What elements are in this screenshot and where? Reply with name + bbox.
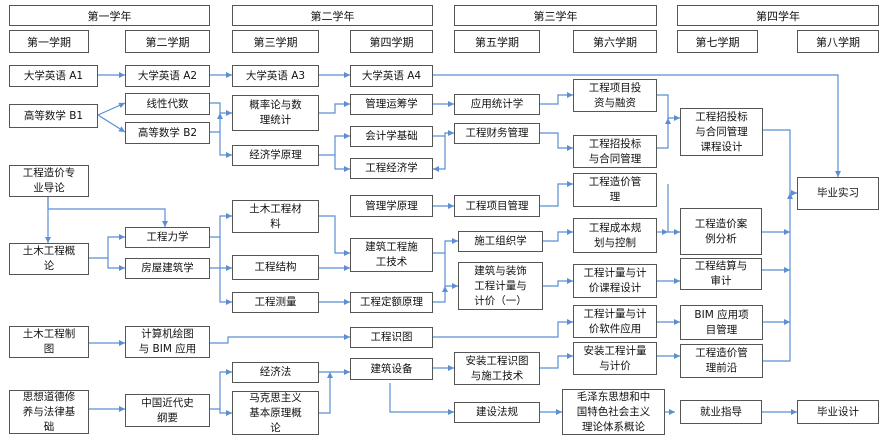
course-english-a3: 大学英语 A3	[232, 65, 319, 87]
course-project-investment: 工程项目投 资与融资	[573, 79, 657, 112]
course-management-principles: 管理学原理	[350, 195, 433, 217]
course-advanced-math-b2: 高等数学 B2	[125, 122, 210, 144]
course-engineering-structures: 工程结构	[232, 255, 319, 280]
course-cost-planning-control: 工程成本规 划与控制	[573, 218, 657, 253]
term-header-1: 第一学期	[9, 30, 89, 53]
course-career-guidance: 就业指导	[680, 400, 762, 424]
term-header-2: 第二学期	[125, 30, 210, 53]
course-engineering-surveying: 工程测量	[232, 292, 319, 313]
course-advanced-math-b1: 高等数学 B1	[9, 104, 98, 128]
course-measurement-course-design: 工程计量与计 价课程设计	[573, 264, 657, 298]
course-civil-materials: 土木工程材 料	[232, 200, 319, 233]
course-building-equipment: 建筑设备	[350, 358, 433, 380]
course-operations-research: 管理运筹学	[350, 94, 433, 115]
course-measurement-software: 工程计量与计 价软件应用	[573, 305, 657, 338]
term-header-4: 第四学期	[350, 30, 433, 53]
course-mao-theory: 毛泽东思想和中 国特色社会主义 理论体系概论	[562, 389, 665, 435]
course-quota-principles: 工程定额原理	[350, 292, 433, 313]
year-header-3: 第三学年	[454, 5, 657, 26]
course-economics: 经济学原理	[232, 145, 319, 166]
term-header-6: 第六学期	[573, 30, 657, 53]
term-header-3: 第三学期	[232, 30, 319, 53]
term-header-5: 第五学期	[454, 30, 540, 53]
year-header-2: 第二学年	[232, 5, 433, 26]
course-measurement-pricing-1: 建筑与装饰 工程计量与 计价（一）	[458, 262, 543, 310]
course-project-management: 工程项目管理	[454, 195, 540, 217]
course-accounting: 会计学基础	[350, 126, 433, 147]
course-graduation-internship: 毕业实习	[797, 177, 879, 210]
course-english-a2: 大学英语 A2	[125, 65, 210, 87]
course-graduation-thesis: 毕业设计	[797, 400, 879, 424]
course-construction-regulations: 建设法规	[454, 402, 540, 423]
course-installation-pricing: 安装工程计量 与计价	[573, 342, 657, 375]
course-bidding-contracts: 工程招投标 与合同管理	[573, 135, 657, 168]
course-english-a1: 大学英语 A1	[9, 65, 98, 87]
term-header-7: 第七学期	[677, 30, 758, 53]
course-cost-management-frontier: 工程造价管 理前沿	[680, 344, 763, 378]
course-bim-project-management: BIM 应用项 目管理	[680, 305, 763, 340]
course-building-architecture: 房屋建筑学	[125, 258, 210, 279]
course-cost-case-analysis: 工程造价案 例分析	[680, 208, 762, 255]
course-english-a4: 大学英语 A4	[350, 65, 433, 87]
course-cost-management: 工程造价管 理	[573, 173, 657, 207]
course-intro-cost-engineering: 工程造价专 业导论	[9, 165, 89, 197]
year-header-4: 第四学年	[677, 5, 879, 26]
course-intro-civil-engineering: 土木工程概 论	[9, 243, 89, 275]
course-engineering-economics: 工程经济学	[350, 158, 433, 179]
course-civil-drawing: 土木工程制 图	[9, 326, 89, 358]
term-header-8: 第八学期	[797, 30, 879, 53]
course-financial-management: 工程财务管理	[454, 123, 540, 144]
course-installation-blueprint: 安装工程识图 与施工技术	[454, 352, 540, 385]
course-marxism: 马克思主义 基本原理概 论	[232, 391, 319, 435]
course-linear-algebra: 线性代数	[125, 93, 210, 115]
course-economic-law: 经济法	[232, 362, 319, 383]
year-header-1: 第一学年	[9, 5, 210, 26]
course-settlement-audit: 工程结算与 审计	[680, 258, 762, 290]
course-engineering-mechanics: 工程力学	[125, 227, 210, 248]
course-construction-organization: 施工组织学	[458, 231, 543, 252]
course-applied-statistics: 应用统计学	[454, 94, 540, 115]
course-modern-history: 中国近代史 纲要	[125, 394, 210, 427]
course-blueprint-reading: 工程识图	[350, 327, 433, 348]
course-cad-bim: 计算机绘图 与 BIM 应用	[125, 326, 210, 358]
course-probability-statistics: 概率论与数 理统计	[232, 95, 319, 131]
course-bidding-course-design: 工程招投标 与合同管理 课程设计	[680, 108, 763, 156]
course-construction-technology: 建筑工程施 工技术	[350, 238, 433, 272]
course-ethics-law: 思想道德修 养与法律基 础	[9, 390, 89, 434]
